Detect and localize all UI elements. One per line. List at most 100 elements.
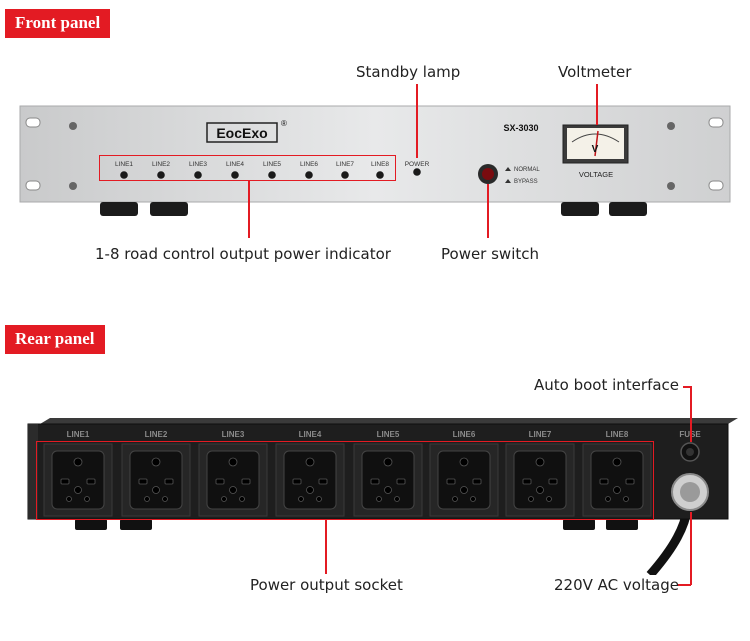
socket-hole-left: [446, 478, 456, 485]
power-output-socket: [353, 443, 423, 517]
rear-foot-3: [563, 519, 595, 530]
front-panel-device: EocExo ® SX-3030 LINE1 LINE2 LINE3 LINE4…: [19, 105, 731, 216]
bypass-label: BYPASS: [514, 179, 538, 185]
line-indicator-lamp: [268, 171, 276, 179]
socket-hole-center: [613, 486, 621, 494]
model-label: SX-3030: [503, 123, 538, 133]
power-output-socket: [43, 443, 113, 517]
auto-boot-leader-horizontal: [683, 386, 691, 388]
line-indicator-lamp: [376, 171, 384, 179]
bypass-indicator-icon: [505, 179, 511, 183]
socket-hole-left: [599, 478, 609, 485]
indicator-callout: 1-8 road control output power indicator: [95, 245, 391, 263]
rear-line-label: LINE1: [67, 430, 90, 439]
power-output-socket: [429, 443, 499, 517]
normal-label: NORMAL: [514, 167, 540, 173]
power-switch-lens: [482, 168, 494, 180]
line-indicator-lamp: [120, 171, 128, 179]
socket-hole-lower-right: [470, 496, 476, 502]
rear-chassis-top: [40, 418, 738, 424]
socket-hole-lower-right: [394, 496, 400, 502]
rear-foot-1: [75, 519, 107, 530]
voltmeter-unit: V: [592, 144, 599, 155]
ac-callout: 220V AC voltage: [554, 576, 679, 594]
socket-face: [129, 450, 183, 510]
switch-leader-line: [487, 184, 489, 238]
front-line-label: LINE6: [300, 161, 318, 168]
socket-face: [590, 450, 644, 510]
socket-hole-left: [138, 478, 148, 485]
standby-callout: Standby lamp: [356, 63, 461, 81]
socket-hole-lower-right: [84, 496, 90, 502]
screw-top-right: [667, 122, 675, 130]
standby-leader-line: [416, 84, 418, 158]
socket-hole-top: [305, 457, 315, 467]
socket-hole-center: [536, 486, 544, 494]
socket-hole-lower-right: [316, 496, 322, 502]
socket-hole-right: [472, 478, 482, 485]
screw-bottom-left: [69, 182, 77, 190]
rear-line-label: LINE2: [145, 430, 168, 439]
brand-registered-mark: ®: [281, 119, 287, 128]
socket-hole-top: [73, 457, 83, 467]
line-indicator-lamp: [157, 171, 165, 179]
power-output-socket: [582, 443, 652, 517]
normal-indicator-icon: [505, 167, 511, 171]
socket-hole-center: [229, 486, 237, 494]
mount-slot-bottom-left: [25, 180, 41, 191]
line-indicator-lamp: [305, 171, 313, 179]
front-panel-tag: Front panel: [5, 9, 111, 38]
front-line-label: LINE4: [226, 161, 244, 168]
socket-face: [513, 450, 567, 510]
rear-panel-tag: Rear panel: [5, 325, 105, 354]
cable-gland-inner: [680, 482, 700, 502]
mount-slot-top-left: [25, 117, 41, 128]
rear-foot-2: [120, 519, 152, 530]
auto-boot-leader-vertical: [690, 386, 692, 442]
front-line-labels: LINE1 LINE2 LINE3 LINE4 LINE5 LINE6 LINE…: [115, 161, 389, 168]
voltmeter-scale: [571, 133, 620, 143]
socket-hole-left: [292, 478, 302, 485]
power-output-socket: [275, 443, 345, 517]
voltmeter-leader-line: [596, 84, 598, 125]
socket-hole-lower-left: [221, 496, 227, 502]
socket-hole-right: [396, 478, 406, 485]
socket-hole-top: [151, 457, 161, 467]
voltmeter-needle: [594, 130, 599, 157]
rear-line-label: LINE4: [299, 430, 322, 439]
fuse-holder-cap: [686, 448, 694, 456]
power-output-socket: [121, 443, 191, 517]
screw-bottom-right: [667, 182, 675, 190]
socket-face: [437, 450, 491, 510]
socket-hole-lower-right: [162, 496, 168, 502]
socket-hole-lower-left: [376, 496, 382, 502]
front-line-label: LINE7: [336, 161, 354, 168]
power-output-socket: [505, 443, 575, 517]
front-line-label: LINE5: [263, 161, 281, 168]
socket-hole-lower-right: [623, 496, 629, 502]
socket-hole-right: [86, 478, 96, 485]
socket-hole-left: [370, 478, 380, 485]
rear-line-label: LINE8: [606, 430, 629, 439]
socket-face: [51, 450, 105, 510]
socket-hole-center: [384, 486, 392, 494]
socket-hole-left: [60, 478, 70, 485]
socket-hole-lower-left: [452, 496, 458, 502]
auto-boot-callout: Auto boot interface: [534, 376, 680, 394]
front-line-label: LINE1: [115, 161, 133, 168]
screw-top-left: [69, 122, 77, 130]
socket-hole-right: [625, 478, 635, 485]
socket-hole-lower-right: [546, 496, 552, 502]
voltmeter-callout: Voltmeter: [558, 63, 632, 81]
power-output-sockets: [43, 443, 652, 517]
rear-left-edge: [28, 424, 38, 519]
socket-hole-lower-left: [528, 496, 534, 502]
rear-foot-4: [606, 519, 638, 530]
ac-leader-horizontal: [677, 584, 691, 586]
socket-hole-top: [459, 457, 469, 467]
ac-leader-vertical: [690, 512, 692, 585]
socket-hole-right: [164, 478, 174, 485]
socket-face: [361, 450, 415, 510]
front-line-label: LINE3: [189, 161, 207, 168]
front-line-label: LINE2: [152, 161, 170, 168]
